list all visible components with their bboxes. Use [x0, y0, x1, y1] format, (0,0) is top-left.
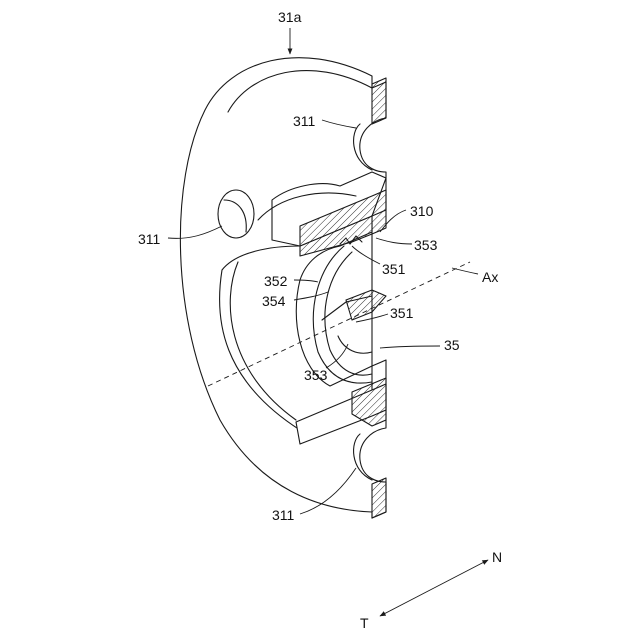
- leader-351-upper: [352, 246, 380, 264]
- label-t: T: [360, 615, 369, 631]
- label-31a: 31a: [278, 9, 302, 25]
- label-311-upper: 311: [293, 113, 316, 129]
- label-351-upper: 351: [382, 261, 406, 277]
- label-352: 352: [264, 273, 288, 289]
- label-353-lower: 353: [304, 367, 328, 383]
- leader-311-upper: [322, 120, 356, 128]
- label-311-lower: 311: [272, 507, 295, 523]
- left-hole: [218, 190, 254, 238]
- leader-35: [380, 346, 440, 348]
- label-35: 35: [444, 337, 460, 353]
- leader-354: [294, 292, 328, 300]
- label-n: N: [492, 549, 502, 565]
- direction-arrow-n: [434, 560, 488, 588]
- leader-311-lower: [300, 468, 356, 514]
- label-351-lower: 351: [390, 305, 414, 321]
- flange-section-top: [372, 78, 386, 124]
- label-ax: Ax: [482, 269, 498, 285]
- inner-cup-body: [220, 216, 372, 430]
- outer-shell-inner-edge: [228, 71, 372, 112]
- direction-arrow-t: [380, 588, 434, 616]
- label-353-upper: 353: [414, 237, 438, 253]
- label-311-left: 311: [138, 231, 161, 247]
- ring-lower-lip: [338, 336, 372, 353]
- label-310: 310: [410, 203, 434, 219]
- leader-311-left: [168, 226, 222, 238]
- leader-353-upper: [376, 238, 412, 244]
- flange-section-bottom: [372, 478, 386, 518]
- leader-ax: [452, 268, 478, 274]
- label-354: 354: [262, 293, 286, 309]
